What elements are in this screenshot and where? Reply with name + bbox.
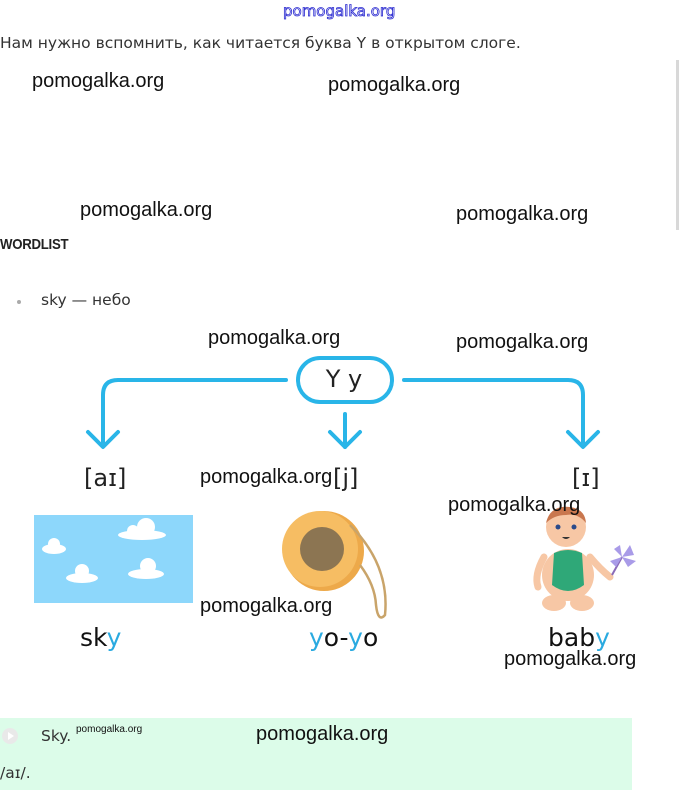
- watermark: pomogalka.org: [328, 74, 461, 96]
- letter-pill: [296, 356, 394, 404]
- arrow-left: [101, 378, 288, 444]
- watermark: pomogalka.org: [200, 595, 333, 617]
- scrollbar[interactable]: [676, 60, 679, 230]
- arrowhead-left: [86, 430, 120, 449]
- sky-picture: [34, 515, 193, 603]
- arrow-right: [402, 378, 585, 444]
- letter-label: Y y: [325, 365, 363, 393]
- clouds-icon: [42, 518, 166, 583]
- answer-transcription: /aɪ/.: [0, 764, 31, 782]
- wordlist-title: WORDLIST: [0, 236, 69, 253]
- watermark: pomogalka.org: [504, 648, 637, 670]
- watermark: pomogalka.org: [200, 466, 333, 488]
- word-yoyo: yo-yo: [309, 623, 379, 652]
- answer-small-watermark: pomogalka.org: [76, 724, 143, 735]
- watermark: pomogalka.org: [256, 723, 389, 745]
- yoyo-picture: [282, 511, 387, 619]
- watermark: pomogalka.org: [456, 203, 589, 225]
- sound-ai: [aɪ]: [84, 464, 127, 492]
- watermark: pomogalka.org: [456, 331, 589, 353]
- header-watermark: pomogalka.org: [283, 2, 396, 21]
- wordlist-item: sky — небо: [41, 291, 131, 309]
- play-icon[interactable]: [2, 728, 18, 744]
- intro-text: Нам нужно вспомнить, как читается буква …: [0, 34, 521, 52]
- arrowhead-middle: [328, 430, 362, 449]
- answer-block: [0, 718, 632, 790]
- sound-i: [ɪ]: [572, 464, 600, 492]
- watermark: pomogalka.org: [32, 70, 165, 92]
- word-baby: baby: [548, 623, 610, 652]
- bullet-icon: [17, 300, 21, 304]
- watermark: pomogalka.org: [208, 327, 341, 349]
- watermark: pomogalka.org: [448, 494, 581, 516]
- sound-j: [j]: [333, 464, 359, 492]
- answer-word: Sky.: [41, 727, 72, 745]
- word-sky: sky: [80, 623, 122, 652]
- arrowhead-right: [566, 430, 600, 449]
- watermark: pomogalka.org: [80, 199, 213, 221]
- baby-picture: [533, 506, 636, 611]
